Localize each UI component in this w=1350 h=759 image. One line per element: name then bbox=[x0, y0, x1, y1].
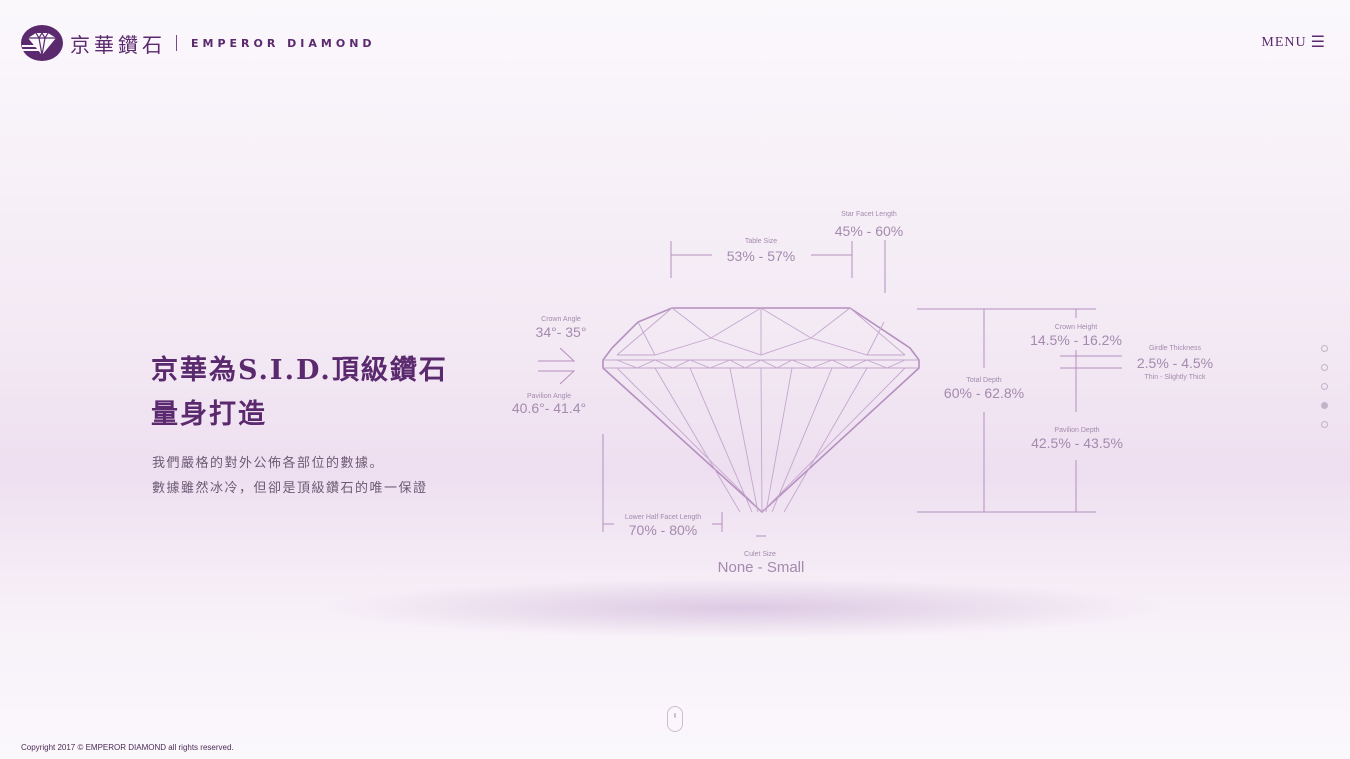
diamond-proportion-diagram: Star Facet Length 45% - 60% Table Size 5… bbox=[500, 200, 1230, 590]
pager-dot[interactable] bbox=[1321, 421, 1328, 428]
crown-angle-value: 34°- 35° bbox=[536, 324, 587, 340]
table-size-name: Table Size bbox=[745, 238, 777, 245]
brand-name-cn: 京華鑽石 bbox=[70, 32, 166, 57]
pavilion-depth-name: Pavilion Depth bbox=[1054, 427, 1099, 434]
total-depth-name: Total Depth bbox=[966, 377, 1002, 384]
girdle-thickness-note: Thin - Slightly Thick bbox=[1145, 374, 1206, 381]
crown-angle-name: Crown Angle bbox=[541, 316, 581, 323]
crown-height-name: Crown Height bbox=[1055, 324, 1097, 331]
brand-name-en: EMPEROR DIAMOND bbox=[191, 36, 376, 50]
section-pager bbox=[1321, 345, 1328, 428]
diamond-diagram-svg: Star Facet Length 45% - 60% Table Size 5… bbox=[512, 211, 1213, 576]
culet-size-name: Culet Size bbox=[744, 551, 776, 558]
hamburger-icon: ☰ bbox=[1310, 34, 1326, 51]
girdle-thickness-name: Girdle Thickness bbox=[1149, 345, 1202, 352]
measure-lines bbox=[538, 240, 1122, 537]
mouse-scroll-icon[interactable] bbox=[667, 706, 683, 732]
menu-label: MENU bbox=[1261, 35, 1307, 50]
total-depth-value: 60% - 62.8% bbox=[944, 385, 1024, 401]
brand-logo-link[interactable]: 京華鑽石 EMPEROR DIAMOND bbox=[20, 24, 376, 62]
pavilion-angle-name: Pavilion Angle bbox=[527, 393, 571, 400]
star-facet-value: 45% - 60% bbox=[835, 223, 903, 239]
hero-description: 我們嚴格的對外公佈各部位的數據。 數據雖然冰冷，但卻是頂級鑽石的唯一保證 bbox=[152, 450, 428, 500]
title-line-1: 京華為S.I.D.頂級鑽石 bbox=[151, 355, 448, 386]
diamond-logo-icon bbox=[21, 25, 63, 61]
pavilion-depth-value: 42.5% - 43.5% bbox=[1031, 435, 1123, 451]
lower-half-value: 70% - 80% bbox=[629, 522, 697, 538]
culet-size-value: None - Small bbox=[718, 559, 805, 576]
mouse-wheel bbox=[674, 713, 676, 718]
desc-line-1: 我們嚴格的對外公佈各部位的數據。 bbox=[152, 455, 385, 470]
pager-dot-active[interactable] bbox=[1321, 402, 1328, 409]
girdle-thickness-value: 2.5% - 4.5% bbox=[1137, 355, 1213, 371]
page-title: 京華為S.I.D.頂級鑽石 量身打造 bbox=[151, 349, 511, 437]
star-facet-name: Star Facet Length bbox=[841, 211, 897, 218]
floor-shadow bbox=[0, 560, 1350, 680]
diamond-facets bbox=[603, 307, 919, 513]
pager-dot[interactable] bbox=[1321, 364, 1328, 371]
brand-divider bbox=[176, 35, 177, 51]
table-size-value: 53% - 57% bbox=[727, 248, 795, 264]
crown-height-value: 14.5% - 16.2% bbox=[1030, 332, 1122, 348]
pager-dot[interactable] bbox=[1321, 383, 1328, 390]
copyright-text: Copyright 2017 © EMPEROR DIAMOND all rig… bbox=[21, 743, 234, 752]
title-line-2: 量身打造 bbox=[151, 399, 267, 430]
pager-dot[interactable] bbox=[1321, 345, 1328, 352]
desc-line-2: 數據雖然冰冷，但卻是頂級鑽石的唯一保證 bbox=[152, 480, 428, 495]
lower-half-name: Lower Half Facet Length bbox=[625, 514, 701, 521]
pavilion-angle-value: 40.6°- 41.4° bbox=[512, 400, 586, 416]
menu-button[interactable]: MENU ☰ bbox=[1261, 35, 1326, 51]
